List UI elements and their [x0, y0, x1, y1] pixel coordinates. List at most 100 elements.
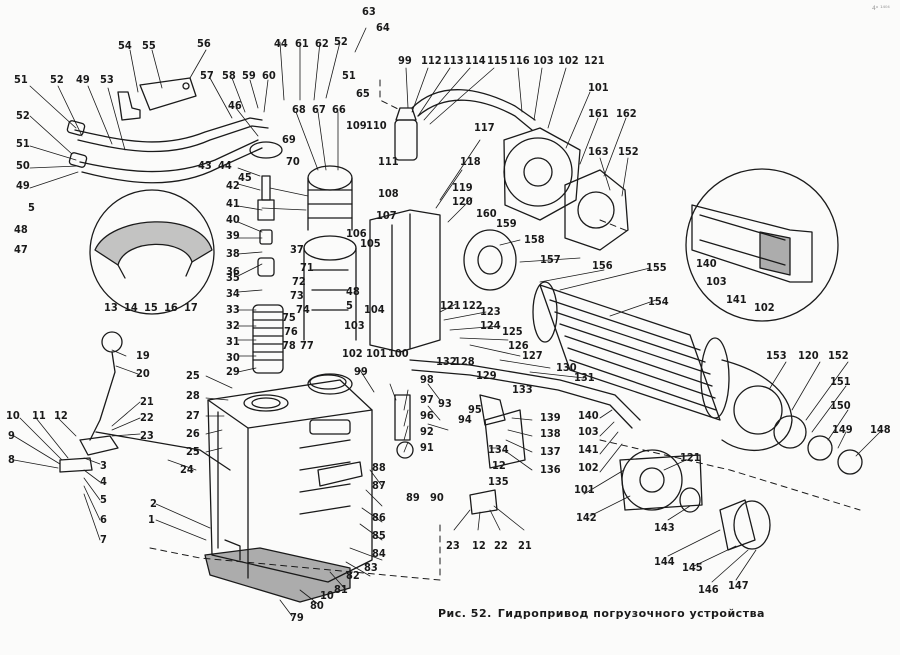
high-pressure-hoses	[66, 117, 269, 184]
figure-number: Рис. 52.	[438, 607, 492, 620]
pipe-bracket	[117, 77, 197, 121]
callout-68: 68	[292, 103, 306, 116]
callout-113: 113	[443, 54, 464, 67]
callout-114: 114	[465, 54, 486, 67]
callout-23: 23	[140, 429, 154, 442]
callout-78: 78	[282, 339, 296, 352]
callout-69: 69	[282, 133, 296, 146]
callout-88: 88	[372, 461, 386, 474]
callout-150: 150	[830, 399, 851, 412]
callout-100: 100	[388, 347, 409, 360]
callout-80: 80	[310, 599, 324, 612]
callout-45: 45	[238, 171, 252, 184]
callout-126: 126	[508, 339, 529, 352]
callout-139: 139	[540, 411, 561, 424]
callout-22: 22	[140, 411, 154, 424]
callout-90: 90	[430, 491, 444, 504]
callout-119: 119	[452, 181, 473, 194]
callout-56: 56	[197, 37, 211, 50]
callout-32: 32	[226, 319, 240, 332]
callout-30: 30	[226, 351, 240, 364]
callout-38: 38	[226, 247, 240, 260]
callout-76: 76	[284, 325, 298, 338]
callout-12: 12	[54, 409, 68, 422]
callout-26: 26	[186, 427, 200, 440]
callout-121b: 121	[440, 299, 461, 312]
callout-92: 92	[420, 425, 434, 438]
callout-36: 36	[226, 265, 240, 278]
callout-5c: 5	[100, 493, 107, 506]
callout-40: 40	[226, 213, 240, 226]
callout-103b: 103	[344, 319, 365, 332]
callout-105: 105	[360, 237, 381, 250]
callout-15: 15	[144, 301, 158, 314]
callout-28: 28	[186, 389, 200, 402]
callout-135: 135	[488, 475, 509, 488]
callout-102b: 102	[342, 347, 363, 360]
callout-42: 42	[226, 179, 240, 192]
cylinder-head	[619, 449, 703, 513]
fittings	[394, 394, 526, 515]
callout-134: 134	[488, 443, 509, 456]
callout-63: 63	[362, 5, 376, 18]
callout-96: 96	[420, 409, 434, 422]
callout-86: 86	[372, 511, 386, 524]
callout-72: 72	[292, 275, 306, 288]
lever-assembly	[59, 331, 231, 473]
callout-27: 27	[186, 409, 200, 422]
callout-19: 19	[136, 349, 150, 362]
callout-147: 147	[728, 579, 749, 592]
callout-11: 11	[32, 409, 46, 422]
callout-25b: 25	[186, 445, 200, 458]
telescopic-cylinder	[463, 229, 863, 475]
callout-161: 161	[588, 107, 609, 120]
callout-49b: 49	[16, 179, 30, 192]
callout-159: 159	[496, 217, 517, 230]
callout-163: 163	[588, 145, 609, 158]
callout-121: 121	[584, 54, 605, 67]
callout-116: 116	[509, 54, 530, 67]
callout-103d: 103	[578, 425, 599, 438]
callout-5: 5	[28, 201, 35, 214]
callout-6: 6	[100, 513, 107, 526]
callout-91: 91	[420, 441, 434, 454]
callout-99b: 99	[354, 365, 368, 378]
filter-element	[249, 141, 284, 374]
callout-149: 149	[832, 423, 853, 436]
hose-inset-circle	[685, 168, 839, 322]
callout-140: 140	[696, 257, 717, 270]
callout-106: 106	[346, 227, 367, 240]
callout-14: 14	[124, 301, 138, 314]
callout-54: 54	[118, 39, 132, 52]
callout-71: 71	[300, 261, 314, 274]
callout-121c: 121	[680, 451, 701, 464]
callout-62: 62	[315, 37, 329, 50]
callout-52: 52	[50, 73, 64, 86]
callout-4: 4	[100, 475, 107, 488]
callout-1: 1	[148, 513, 155, 526]
callout-70: 70	[286, 155, 300, 168]
callout-8: 8	[8, 453, 15, 466]
callout-17: 17	[184, 301, 198, 314]
callout-3: 3	[100, 459, 107, 472]
callout-144: 144	[654, 555, 675, 568]
callout-59: 59	[242, 69, 256, 82]
callout-94: 94	[458, 413, 472, 426]
callout-103: 103	[533, 54, 554, 67]
oil-tank	[207, 374, 373, 583]
callout-143: 143	[654, 521, 675, 534]
callout-75: 75	[282, 311, 296, 324]
callout-21: 21	[140, 395, 154, 408]
callout-13: 13	[104, 301, 118, 314]
callout-65: 65	[356, 87, 370, 100]
callout-98: 98	[420, 373, 434, 386]
leader-lines	[13, 27, 881, 617]
callout-60: 60	[262, 69, 276, 82]
callout-12c: 12	[472, 539, 486, 552]
callout-93: 93	[438, 397, 452, 410]
callout-125: 125	[502, 325, 523, 338]
callout-110: 110	[366, 119, 387, 132]
callout-101: 101	[588, 81, 609, 94]
